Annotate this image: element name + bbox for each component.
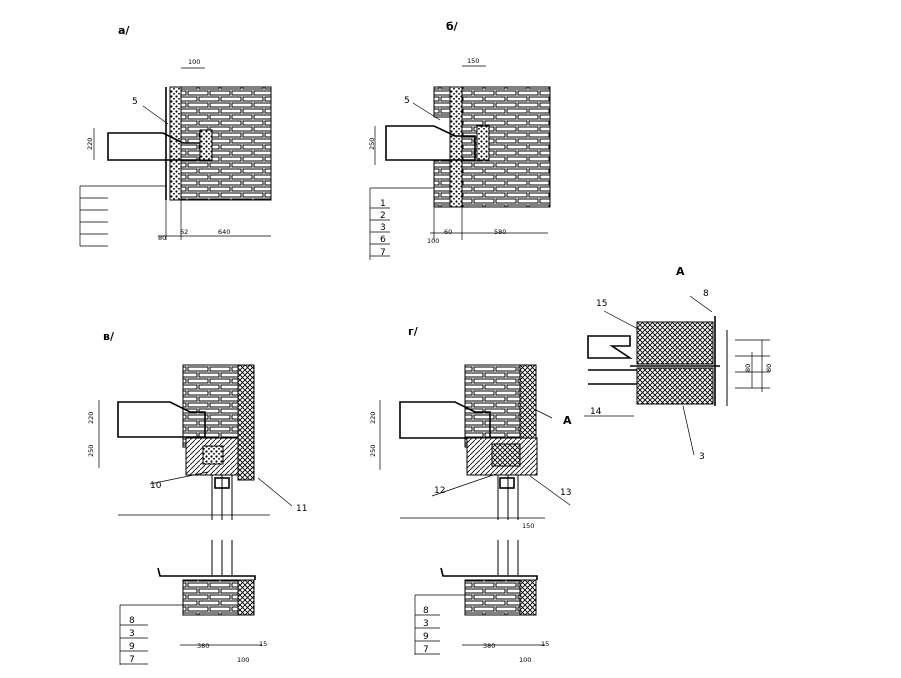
- brick-wall: [464, 364, 521, 448]
- table-b-row-1: 1: [380, 199, 386, 209]
- detail-a: А 8 15 14 3 80 80: [584, 265, 773, 462]
- slab-insulation: [476, 125, 490, 161]
- dim-top-a: 100: [188, 58, 200, 66]
- dim-vert-b: 250: [368, 138, 376, 150]
- brick-wall: [182, 364, 239, 448]
- panel-a-title: а/: [118, 24, 130, 37]
- dim-v-1: 380: [197, 642, 209, 650]
- table-v-row-3: 9: [129, 642, 135, 652]
- outer-brick: [433, 159, 451, 208]
- floor-slab: [399, 401, 491, 439]
- table-v-row-2: 3: [129, 629, 135, 639]
- callout-a: A: [563, 414, 572, 427]
- dim-vert-a: 220: [86, 138, 94, 150]
- detail-insulation-bottom: [636, 367, 714, 405]
- callout-5-b: 5: [404, 96, 410, 106]
- callout-12: 12: [434, 486, 445, 496]
- table-g-row-1: 8: [423, 606, 429, 616]
- insulation-layer: [169, 86, 182, 201]
- floor-slab: [117, 401, 206, 438]
- callout-3: 3: [699, 452, 705, 462]
- dim-detail-1: 80: [744, 364, 752, 372]
- callout-15: 15: [596, 299, 607, 309]
- dim-vert-g-1: 220: [369, 412, 377, 424]
- dim-vert-v-2: 250: [87, 445, 95, 457]
- brick-wall-lower: [464, 579, 521, 616]
- dim-b-1: 100: [427, 237, 439, 245]
- detail-a-title: А: [676, 265, 685, 278]
- dim-detail-2: 80: [765, 364, 773, 372]
- insulation-lower: [237, 579, 255, 616]
- callout-14: 14: [590, 407, 602, 417]
- dim-g-2: 100: [519, 656, 531, 664]
- table-b-row-2: 2: [380, 211, 386, 221]
- dim-right-g: 150: [522, 522, 534, 530]
- table-b-row-4: 6: [380, 235, 386, 245]
- panel-v: в/ 10 11 220 250 380 100 15 8 3 9: [87, 330, 307, 665]
- callout-11: 11: [296, 504, 307, 514]
- table-g-row-4: 7: [423, 645, 429, 655]
- dim-b-3: 580: [494, 228, 506, 236]
- brick-wall-lower: [182, 579, 239, 616]
- dim-b-2: 60: [444, 228, 452, 236]
- dim-vert-v-1: 220: [87, 412, 95, 424]
- outer-brick: [433, 86, 451, 118]
- panel-b-title: б/: [446, 20, 459, 33]
- insulation-layer: [237, 364, 255, 481]
- table-b-row-5: 7: [380, 248, 386, 258]
- table-g-row-3: 9: [423, 632, 429, 642]
- table-v-row-1: 8: [129, 616, 135, 626]
- panel-v-title: в/: [103, 330, 115, 343]
- callout-13: 13: [560, 488, 571, 498]
- insulation-layer: [449, 86, 463, 208]
- lintel-insulation: [202, 445, 224, 465]
- table-g-row-2: 3: [423, 619, 429, 629]
- panel-g: г/ 12 13 A 220 250 150 380 100 15 8 3 9 …: [369, 325, 572, 664]
- table-v-row-4: 7: [129, 655, 135, 665]
- dim-g-1: 380: [483, 642, 495, 650]
- dim-top-b: 150: [467, 57, 479, 65]
- panel-g-title: г/: [408, 325, 419, 338]
- dim-vert-g-2: 250: [369, 445, 377, 457]
- insulation-lower: [519, 579, 537, 616]
- panel-a: а/ 5 100 220 80 62 640: [79, 24, 272, 247]
- floor-slab: [385, 125, 476, 161]
- table-b-row-3: 3: [380, 223, 386, 233]
- panel-b: б/ 5 150 250 100 60 580 1 2 3 6 7: [368, 20, 551, 260]
- detail-insulation-top: [636, 321, 714, 365]
- slab-insulation: [199, 129, 213, 161]
- dim-a-3: 640: [218, 228, 230, 236]
- callout-8: 8: [703, 289, 709, 299]
- dim-a-2: 62: [180, 228, 188, 236]
- dim-g-3: 15: [541, 640, 549, 648]
- dim-v-3: 15: [259, 640, 267, 648]
- callout-10: 10: [150, 481, 162, 491]
- lintel-insulation: [491, 443, 521, 467]
- dim-v-2: 100: [237, 656, 249, 664]
- dim-a-1: 80: [158, 234, 166, 242]
- callout-5-a: 5: [132, 97, 138, 107]
